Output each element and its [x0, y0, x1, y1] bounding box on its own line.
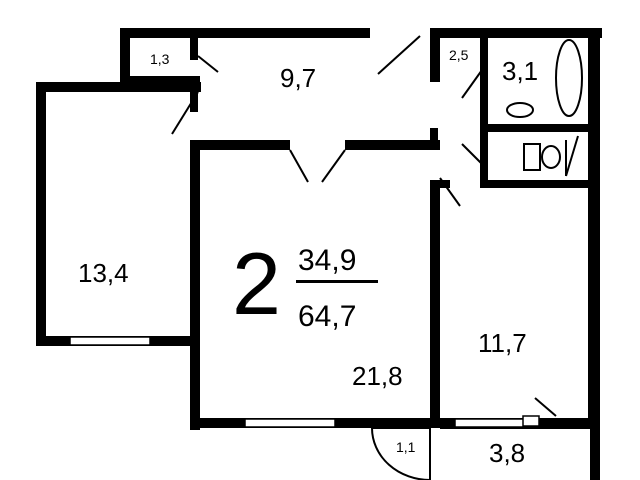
balcony-door-panel — [522, 415, 540, 427]
window-main-room — [244, 418, 336, 428]
doors — [171, 35, 557, 480]
apartment-summary: 2 34,9 64,7 — [232, 234, 378, 333]
area-room-right: 11,7 — [478, 328, 527, 358]
area-hallway: 9,7 — [280, 63, 316, 93]
area-balcony: 3,8 — [489, 438, 525, 468]
area-balcony-small: 1,1 — [396, 439, 416, 455]
window-left-room — [69, 336, 151, 346]
area-labels: 9,7 1,3 2,5 3,1 13,4 21,8 11,7 1,1 3,8 — [78, 47, 538, 468]
total-area: 64,7 — [298, 300, 356, 333]
windows — [69, 336, 526, 428]
area-wc: 2,5 — [449, 47, 469, 63]
area-room-main: 21,8 — [352, 361, 403, 391]
toilet-tank-icon — [523, 143, 541, 171]
balcony-outline — [440, 427, 600, 480]
fraction-bar — [296, 280, 378, 283]
bathtub-icon — [555, 39, 583, 117]
window-right-room — [454, 418, 526, 428]
exterior-walls — [36, 28, 602, 430]
sink-icon — [506, 102, 534, 118]
area-room-left: 13,4 — [78, 258, 129, 288]
rooms-count: 2 — [232, 234, 281, 333]
living-area: 34,9 — [298, 244, 356, 277]
fixtures — [506, 39, 583, 427]
area-bathroom: 3,1 — [502, 56, 538, 86]
area-storage: 1,3 — [150, 51, 170, 67]
toilet-bowl-icon — [541, 145, 561, 169]
